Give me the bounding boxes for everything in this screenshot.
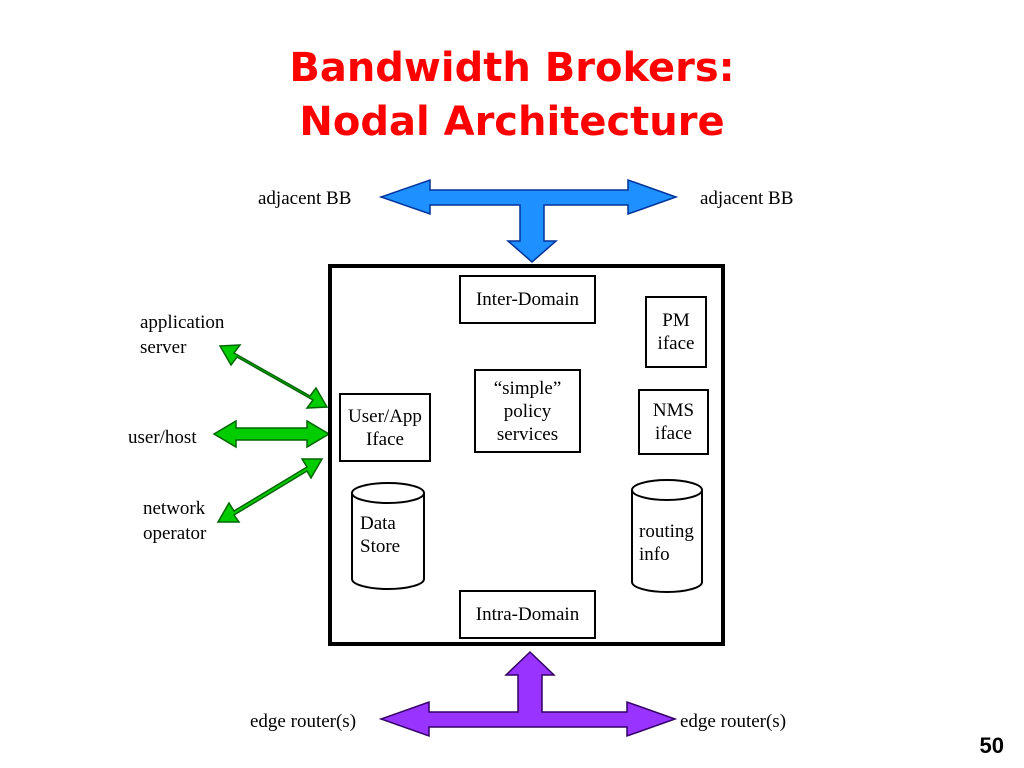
top-arrow-shape [378,178,679,263]
policy-label: policy [503,400,552,422]
nms-iface-label: iface [655,423,692,444]
data-store-cylinder [351,482,425,590]
data-store-text: Data Store [360,512,400,558]
routing-info-body [631,490,703,593]
inter-domain-label: Inter-Domain [475,289,580,310]
intra-domain-label: Intra-Domain [475,604,580,625]
adjacent-bb-left-label: adjacent BB [258,188,352,209]
data-store-top [351,482,425,504]
nms-label: NMS [652,400,695,421]
services-label: services [496,423,559,445]
intra-domain-box: Intra-Domain [459,590,596,639]
routing-label: routing [639,521,694,542]
data-label: Data [360,513,396,534]
slide-title-line2: Nodal Architecture [299,99,725,145]
operator-label: operator [143,523,207,544]
bottom-double-arrow [378,650,678,738]
edge-router-left-label: edge router(s) [250,711,357,732]
pm-iface-label: iface [657,333,695,354]
network-label: network [143,498,206,519]
bottom-arrow-shape [378,650,678,738]
server-label: server [140,337,187,358]
data-store-body [351,493,425,590]
pm-iface-box: PM iface [645,296,707,368]
routing-info-text: routing info [639,520,694,566]
pm-label: PM [662,310,690,331]
adjacent-bb-right-label: adjacent BB [700,188,794,209]
policy-services-box: “simple” policy services [474,369,581,453]
left-arrows [212,344,331,523]
routing-info-top [631,479,703,501]
inter-domain-box: Inter-Domain [459,275,596,324]
store-label: Store [360,536,401,557]
nms-iface-box: NMS iface [638,389,709,455]
policy-simple-label: “simple” [493,377,562,399]
user-app-label: User/App [348,405,422,427]
application-label: application [140,312,225,333]
page-number: 50 [979,733,1004,758]
info-label: info [639,544,670,565]
slide-title-line1: Bandwidth Brokers: [289,45,735,91]
user-app-iface-box: User/App Iface [339,393,431,462]
routing-info-cylinder [631,479,703,593]
application-server-arrow [218,344,329,409]
iface-label: Iface [366,428,404,450]
network-operator-arrow [216,458,324,523]
user-host-label: user/host [128,427,197,448]
edge-router-right-label: edge router(s) [680,711,787,732]
top-double-arrow [378,178,679,263]
